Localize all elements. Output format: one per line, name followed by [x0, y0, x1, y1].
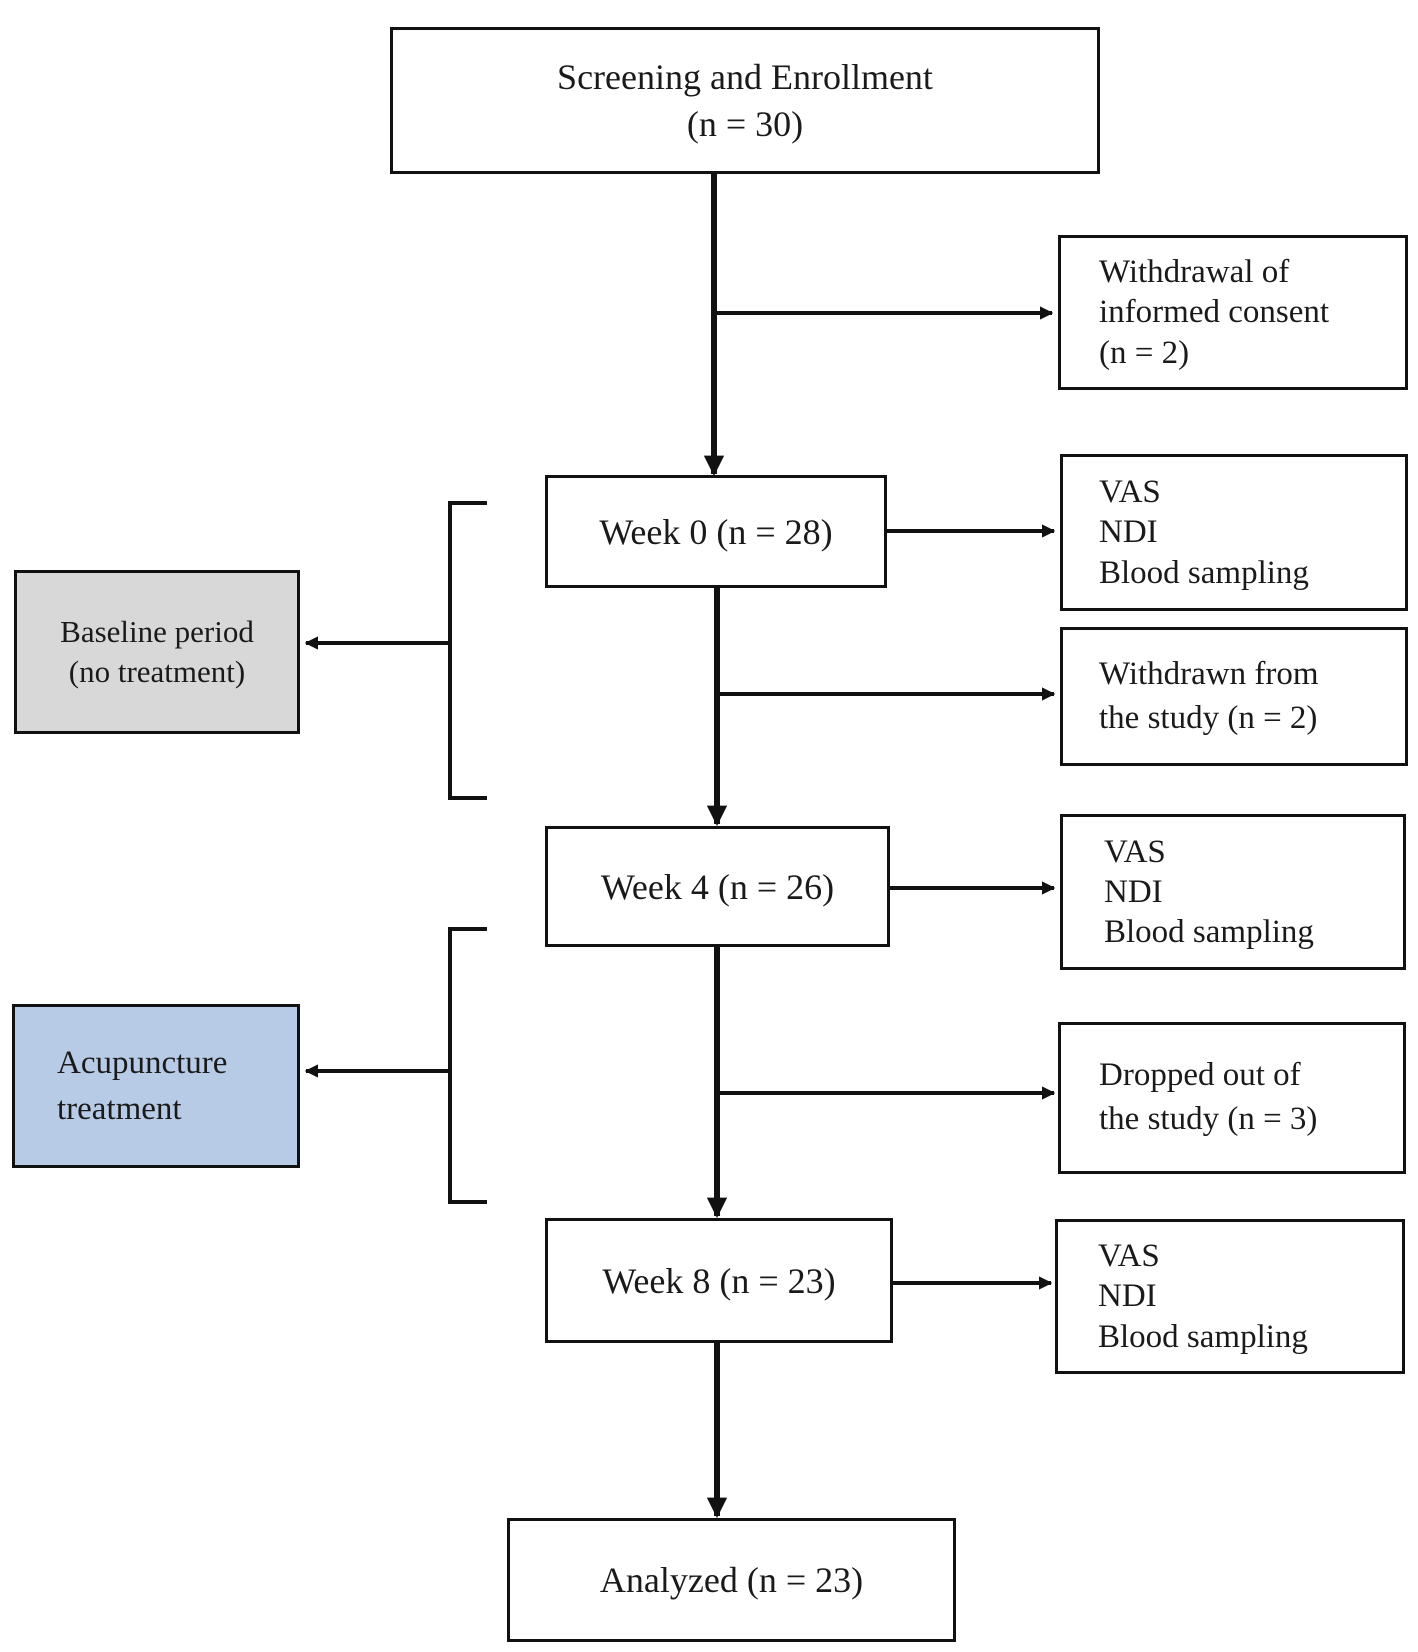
- enrollment-count: (n = 30): [686, 103, 804, 144]
- baseline-period-box: Baseline period (no treatment): [14, 570, 300, 734]
- acupuncture-line2: treatment: [57, 1091, 182, 1127]
- measure-ndi: NDI: [1099, 514, 1158, 551]
- measure-vas: VAS: [1104, 833, 1166, 870]
- dropped-out-line2: the study (n = 3): [1099, 1101, 1318, 1137]
- withdrawn-study-line1: Withdrawn from: [1099, 655, 1319, 692]
- withdrawal-consent-line2: informed consent: [1099, 294, 1330, 331]
- baseline-period-line1: Baseline period: [60, 613, 254, 649]
- week0-label: Week 0 (n = 28): [599, 511, 833, 552]
- withdrawal-consent-box: Withdrawal of informed consent (n = 2): [1058, 235, 1408, 390]
- analyzed-label: Analyzed (n = 23): [599, 1560, 864, 1600]
- measure-blood-sampling: Blood sampling: [1098, 1318, 1308, 1355]
- acupuncture-bracket: [448, 927, 487, 1204]
- week4-box: Week 4 (n = 26): [545, 826, 890, 947]
- acupuncture-line1: Acupuncture: [57, 1044, 228, 1081]
- week0-measures-box: VAS NDI Blood sampling: [1060, 454, 1408, 611]
- withdrawn-study-box: Withdrawn from the study (n = 2): [1060, 627, 1408, 766]
- measure-blood-sampling: Blood sampling: [1099, 554, 1309, 591]
- week4-label: Week 4 (n = 26): [600, 866, 835, 907]
- baseline-period-line2: (no treatment): [68, 654, 246, 689]
- dropped-out-line1: Dropped out of: [1099, 1057, 1301, 1094]
- baseline-bracket: [448, 501, 487, 800]
- week8-measures-box: VAS NDI Blood sampling: [1055, 1219, 1405, 1374]
- week8-label: Week 8 (n = 23): [602, 1260, 836, 1301]
- measure-vas: VAS: [1099, 474, 1161, 511]
- measure-vas: VAS: [1098, 1238, 1160, 1275]
- measure-blood-sampling: Blood sampling: [1104, 914, 1314, 951]
- measure-ndi: NDI: [1098, 1278, 1157, 1315]
- week8-box: Week 8 (n = 23): [545, 1218, 893, 1343]
- analyzed-box: Analyzed (n = 23): [507, 1518, 956, 1642]
- measure-ndi: NDI: [1104, 873, 1163, 910]
- withdrawal-consent-count: (n = 2): [1099, 334, 1190, 371]
- enrollment-title: Screening and Enrollment: [557, 56, 933, 97]
- enrollment-box: Screening and Enrollment (n = 30): [390, 27, 1100, 174]
- dropped-out-box: Dropped out of the study (n = 3): [1058, 1022, 1406, 1174]
- withdrawn-study-line2: the study (n = 2): [1099, 699, 1318, 736]
- week0-box: Week 0 (n = 28): [545, 475, 887, 588]
- week4-measures-box: VAS NDI Blood sampling: [1060, 814, 1406, 970]
- acupuncture-treatment-box: Acupuncture treatment: [12, 1004, 300, 1168]
- withdrawal-consent-line1: Withdrawal of: [1099, 254, 1290, 291]
